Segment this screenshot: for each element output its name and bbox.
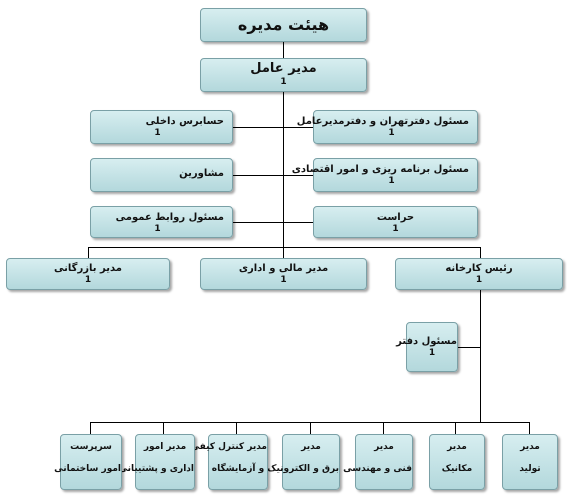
dept-construction-box: سرپرست امور ساختمانی (54, 434, 122, 490)
connector-dept-3 (383, 422, 384, 434)
dept-construction-line2: امور ساختمانی (54, 464, 121, 474)
dept-electrical-line2: برق و الکترونیک (267, 464, 339, 474)
planning-box: مسئول برنامه ریزی و امور اقتصادی 1 (291, 158, 478, 192)
dept-construction-line1: سرپرست (70, 442, 112, 452)
connector-dept-2 (455, 422, 456, 434)
ceo-box: مدیر عامل 1 (200, 58, 367, 92)
connector-factory (480, 247, 481, 258)
connector-row2 (233, 175, 313, 176)
connector-row3 (233, 222, 313, 223)
dept-mechanics-line1: مدیر (447, 442, 467, 452)
dept-engineering-line2: فنی و مهندسی (343, 464, 412, 474)
factory-head-count: 1 (475, 275, 483, 285)
internal-auditor-count: 1 (154, 128, 161, 138)
internal-auditor-box: حسابرس داخلی 1 (90, 110, 233, 144)
connector-departments-bus (90, 422, 529, 423)
commercial-manager-count: 1 (84, 275, 92, 285)
factory-head-box: رئیس کارخانه 1 (395, 258, 563, 290)
factory-office-box: مسئول دفتر 1 (396, 322, 458, 372)
security-title: حراست (376, 212, 415, 223)
connector-dept-7 (90, 422, 91, 434)
board-title: هیئت مدیره (237, 15, 330, 34)
ceo-count: 1 (280, 77, 287, 87)
connector-dept-1 (529, 422, 530, 434)
dept-engineering-box: مدیر فنی و مهندسی (343, 434, 413, 490)
dept-electrical-box: مدیر برق و الکترونیک (267, 434, 340, 490)
dept-engineering-line1: مدیر (374, 442, 394, 452)
factory-office-title: مسئول دفتر (396, 336, 457, 347)
dept-mechanics-box: مدیر مکانیک (429, 434, 485, 490)
factory-office-count: 1 (428, 348, 436, 358)
dept-quality-line1: مدیر کنترل کیفی (190, 442, 268, 452)
tehran-office-box: مسئول دفترتهران و دفترمدیرعامل 1 (296, 110, 478, 144)
board-box: هیئت مدیره (200, 8, 367, 42)
public-relations-title: مسئول روابط عمومی (115, 212, 224, 223)
internal-auditor-title: حسابرس داخلی (145, 116, 224, 127)
connector-dept-6 (163, 422, 164, 434)
planning-count: 1 (388, 176, 395, 186)
dept-production-line1: مدیر (520, 442, 540, 452)
dept-quality-line2: و آزمایشگاه (211, 464, 265, 474)
dept-production-box: مدیر تولید (502, 434, 558, 490)
connector-dept-4 (310, 422, 311, 434)
connector-finance (283, 247, 284, 258)
connector-managers-bus (88, 247, 480, 248)
planning-title: مسئول برنامه ریزی و امور اقتصادی (291, 164, 469, 175)
dept-admin-box: مدیر امور اداری و پشتیبانی (118, 434, 195, 490)
tehran-office-count: 1 (388, 128, 395, 138)
dept-production-line2: تولید (519, 464, 541, 474)
public-relations-count: 1 (154, 224, 161, 234)
dept-electrical-line1: مدیر (301, 442, 321, 452)
advisors-title: مشاورین (179, 168, 224, 179)
connector-board-ceo (283, 42, 284, 58)
connector-factory-trunk (480, 290, 481, 422)
factory-head-title: رئیس کارخانه (445, 263, 513, 274)
connector-row1 (233, 127, 313, 128)
dept-quality-box: مدیر کنترل کیفی و آزمایشگاه (190, 434, 268, 490)
finance-manager-count: 1 (280, 275, 287, 285)
commercial-manager-title: مدیر بازرگانی (54, 263, 122, 274)
public-relations-box: مسئول روابط عمومی 1 (90, 206, 233, 238)
tehran-office-title: مسئول دفترتهران و دفترمدیرعامل (296, 116, 469, 127)
finance-manager-title: مدیر مالی و اداری (238, 263, 329, 274)
security-box: حراست 1 (313, 206, 478, 238)
dept-mechanics-line2: مکانیک (441, 464, 473, 474)
dept-admin-line1: مدیر امور (143, 442, 187, 452)
finance-manager-box: مدیر مالی و اداری 1 (200, 258, 367, 290)
commercial-manager-box: مدیر بازرگانی 1 (6, 258, 170, 290)
security-count: 1 (392, 224, 399, 234)
ceo-title: مدیر عامل (250, 61, 317, 76)
advisors-box: مشاورین (90, 158, 233, 192)
dept-admin-line2: اداری و پشتیبانی (118, 464, 194, 474)
connector-commercial (88, 247, 89, 258)
connector-office (458, 347, 480, 348)
connector-dept-5 (236, 422, 237, 434)
